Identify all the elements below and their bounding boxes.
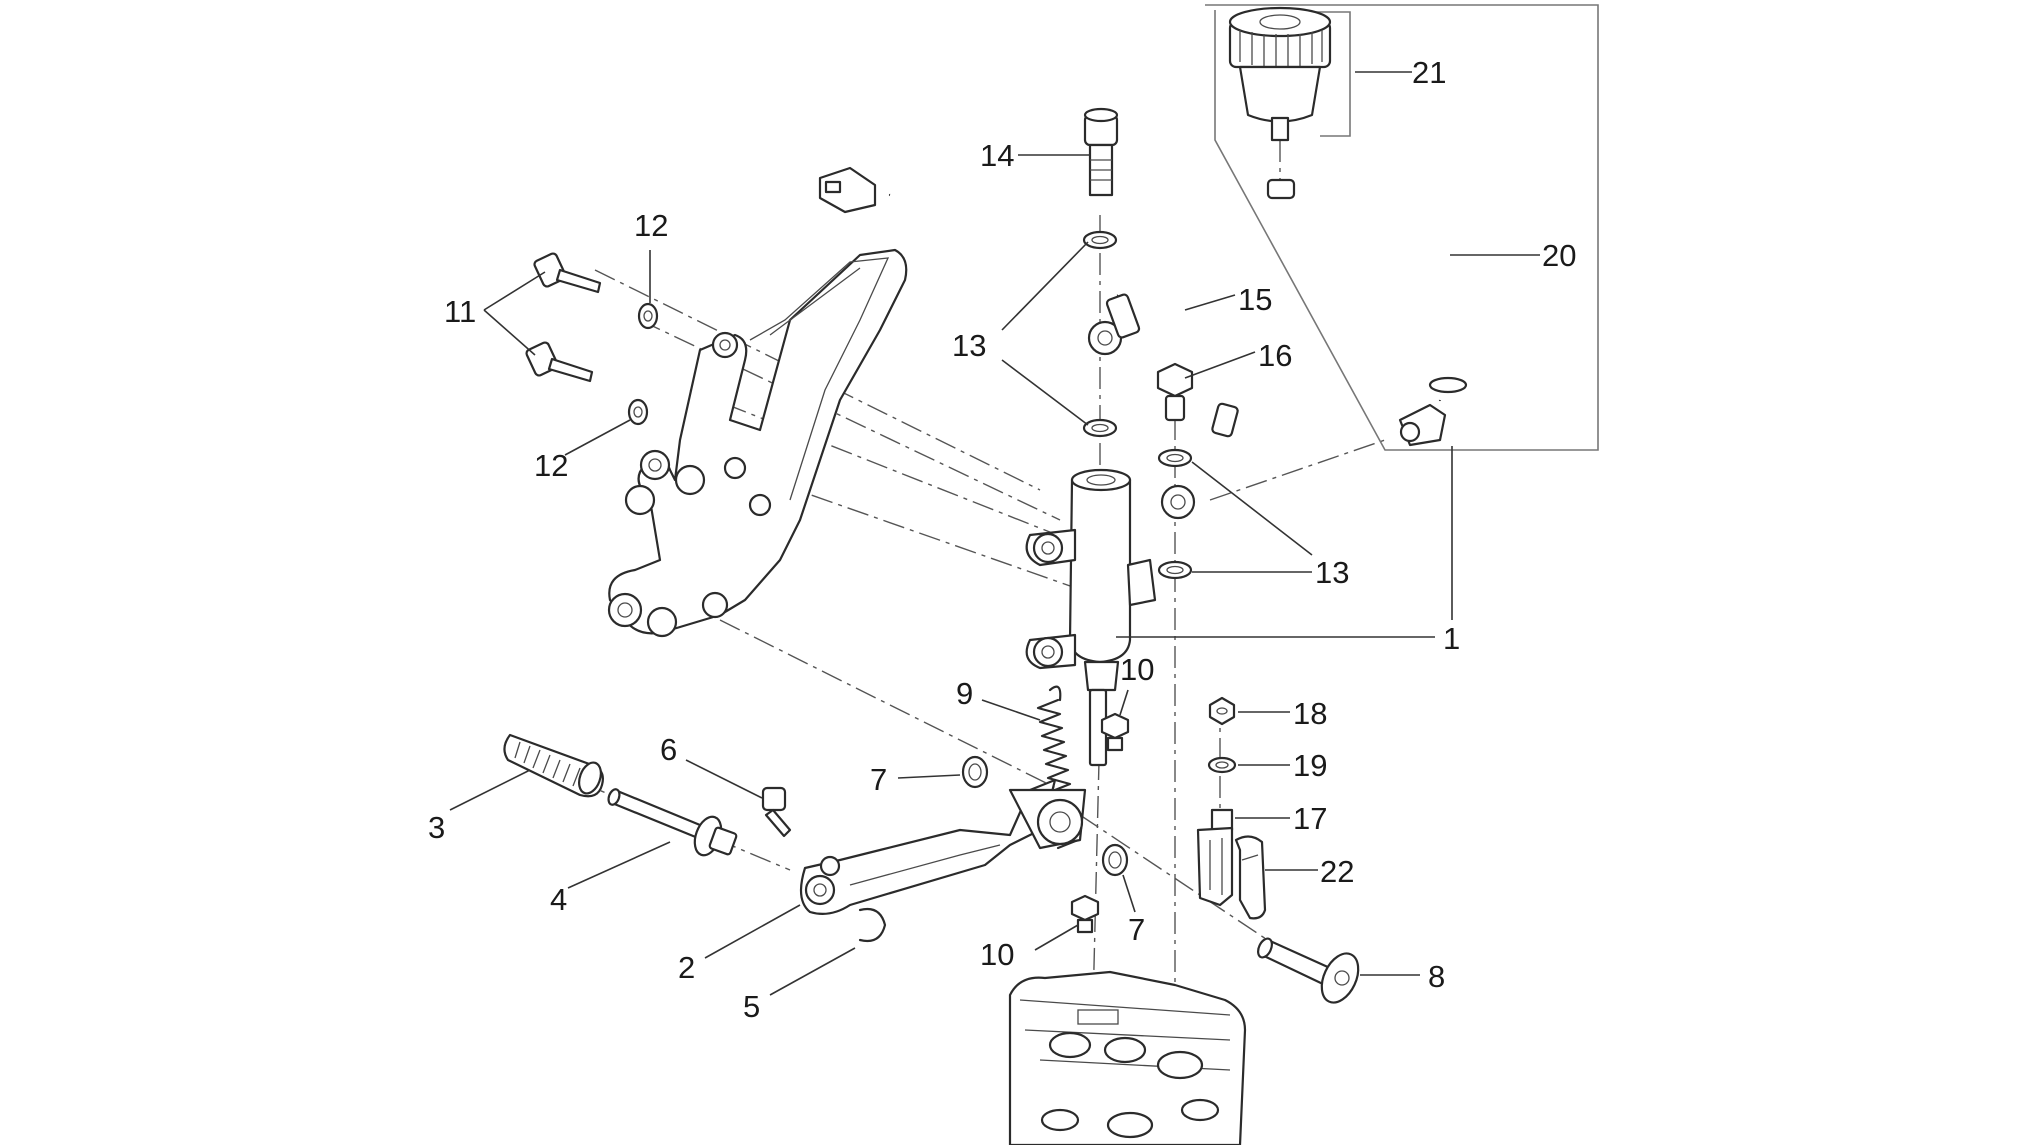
- callout-9: 9: [956, 676, 973, 711]
- clevis-assembly: [1196, 696, 1267, 920]
- pivot-bolt: [1257, 937, 1360, 1004]
- callout-7-lower: 7: [1128, 912, 1145, 947]
- callout-2: 2: [678, 950, 695, 985]
- callout-12-top: 12: [634, 208, 668, 243]
- callout-17: 17: [1293, 801, 1327, 836]
- copper-washers: [1082, 230, 1193, 580]
- footrest-bracket: [607, 248, 908, 638]
- callout-14: 14: [980, 138, 1014, 173]
- brake-light-switch: [818, 107, 1119, 214]
- brake-hose: [1087, 273, 1239, 520]
- reservoir-hose: [1266, 178, 1468, 447]
- callout-13-lower: 13: [1315, 555, 1349, 590]
- fluid-reservoir: [1228, 6, 1332, 142]
- callout-labels: 21 20 14 12 11 12 13 15 16 13 1 10 9 18 …: [428, 55, 1576, 1024]
- callout-10-lower: 10: [980, 937, 1014, 972]
- callout-15: 15: [1238, 282, 1272, 317]
- callout-21: 21: [1412, 55, 1446, 90]
- callout-13-upper: 13: [952, 328, 986, 363]
- bracket-washers: [627, 302, 659, 426]
- callout-5: 5: [743, 989, 760, 1024]
- callout-19: 19: [1293, 748, 1327, 783]
- callout-10-upper: 10: [1120, 652, 1154, 687]
- callout-3: 3: [428, 810, 445, 845]
- footpeg-rubber: [503, 733, 604, 798]
- pedal-bolt: [761, 786, 792, 838]
- callout-12-lower: 12: [534, 448, 568, 483]
- bracket-bolts: [525, 252, 602, 383]
- callout-20: 20: [1542, 238, 1576, 273]
- master-cylinder: [1025, 468, 1157, 767]
- callout-16: 16: [1258, 338, 1292, 373]
- footpeg-pin: [607, 788, 738, 857]
- callout-11: 11: [444, 294, 476, 329]
- pedal-washers: [961, 755, 1129, 877]
- brake-pedal: [799, 778, 1087, 915]
- reservoir-group-box: [1205, 4, 1599, 451]
- callout-18: 18: [1293, 696, 1327, 731]
- banjo-bolt: [1156, 362, 1194, 422]
- engine-casing: [1008, 970, 1247, 1145]
- callout-4: 4: [550, 882, 567, 917]
- circlip: [858, 907, 887, 943]
- callout-7-upper: 7: [870, 762, 887, 797]
- callout-8: 8: [1428, 959, 1445, 994]
- screws: [1070, 712, 1130, 934]
- callout-22: 22: [1320, 854, 1354, 889]
- leader-lines: [449, 71, 1540, 996]
- callout-6: 6: [660, 732, 677, 767]
- callout-1: 1: [1443, 621, 1460, 656]
